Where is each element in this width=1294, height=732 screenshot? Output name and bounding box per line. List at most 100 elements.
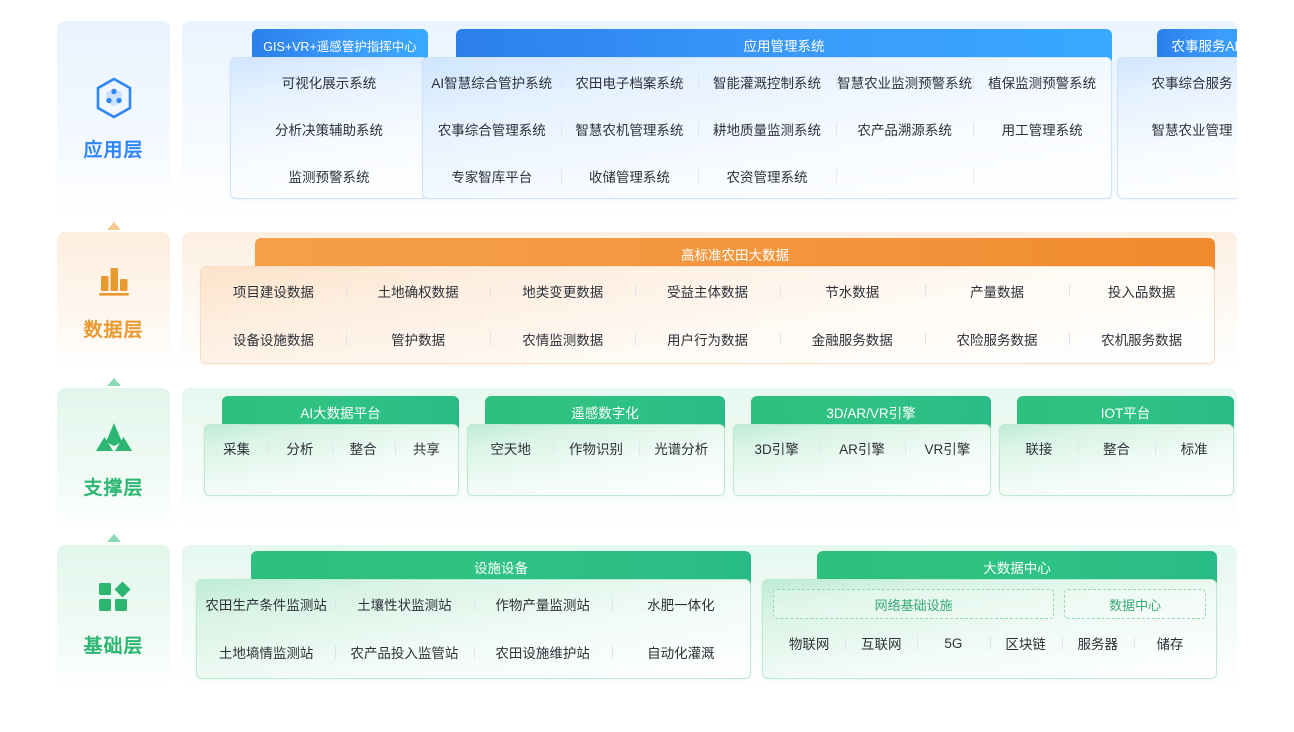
list-item[interactable]: 农资管理系统 (698, 166, 836, 186)
list-item[interactable]: 土地确权数据 (346, 281, 491, 301)
list-item[interactable]: 物联网 (788, 637, 830, 652)
list-item[interactable]: 投入品数据 (1069, 281, 1214, 301)
list-item[interactable]: 可视化展示系统 (281, 75, 377, 91)
layer-application: 应用层 GIS+VR+遥感管护指挥中心 可视化展示系统 分析决策辅助系统 监测预… (57, 21, 1237, 217)
card-title-facilities-equipment: 设施设备 (251, 551, 751, 583)
list-item[interactable]: 空天地 (490, 442, 531, 457)
list-item[interactable]: 水肥一体化 (612, 594, 750, 614)
list-item[interactable]: 设备设施数据 (232, 333, 314, 348)
list-item[interactable]: 智慧农业管理 (1151, 122, 1233, 138)
list-item[interactable]: 分析决策辅助系统 (275, 122, 383, 138)
list-item[interactable]: 互联网 (845, 633, 917, 653)
list-item[interactable]: 自动化灌溉 (612, 642, 750, 662)
card-body-big-data-center: 网络基础设施 数据中心 物联网 互联网 5G 区块链 服务器 储存 (762, 579, 1217, 679)
list-item[interactable]: 农产品溯源系统 (836, 119, 974, 139)
list-item[interactable]: 区块链 (990, 633, 1062, 653)
list-item[interactable]: 整合 (1078, 438, 1156, 458)
list-item[interactable]: 智能灌溉控制系统 (698, 72, 836, 92)
card-title-big-data-center: 大数据中心 (817, 551, 1217, 583)
list-item[interactable]: 土地墒情监测站 (218, 646, 314, 661)
layer-label-data: 数据层 (83, 319, 144, 341)
card-body-gis-center: 可视化展示系统 分析决策辅助系统 监测预警系统 (230, 57, 428, 199)
card-row: 专家智库平台 收储管理系统 农资管理系统 (423, 152, 1111, 199)
list-item[interactable]: 金融服务数据 (780, 329, 925, 349)
list-item[interactable]: 收储管理系统 (561, 166, 699, 186)
list-item[interactable]: 监测预警系统 (288, 169, 370, 185)
connector-arrow-support (107, 378, 121, 386)
bar-chart-icon (95, 263, 133, 304)
big-data-center-groups: 网络基础设施 数据中心 (763, 580, 1216, 619)
list-item[interactable]: 共享 (395, 438, 458, 458)
layer-body-application: GIS+VR+遥感管护指挥中心 可视化展示系统 分析决策辅助系统 监测预警系统 … (182, 21, 1237, 217)
card-row: AI智慧综合管护系统 农田电子档案系统 智能灌溉控制系统 智慧农业监测预警系统 … (423, 58, 1111, 105)
card-iot-platform: IOT平台 联接 整合 标准 (999, 396, 1234, 496)
list-item[interactable]: 农田电子档案系统 (561, 72, 699, 92)
card-big-data-center: 大数据中心 网络基础设施 数据中心 物联网 互联网 5G 区 (762, 551, 1217, 679)
list-item[interactable]: AI智慧综合管护系统 (431, 75, 553, 91)
group-data-center[interactable]: 数据中心 (1064, 589, 1206, 619)
layer-badge-support: 支撑层 (57, 388, 170, 532)
list-item[interactable]: 农田生产条件监测站 (205, 598, 327, 613)
list-item[interactable]: 地类变更数据 (490, 281, 635, 301)
list-item[interactable]: 项目建设数据 (232, 285, 314, 300)
card-body-farm-app: 农事综合服务 智慧农业管理 (1117, 57, 1237, 199)
card-body-3d-ar-vr-engine: 3D引擎 AR引擎 VR引擎 (733, 424, 991, 496)
list-item[interactable]: 作物识别 (553, 438, 638, 458)
layer-label-support: 支撑层 (83, 477, 144, 499)
list-item[interactable]: 服务器 (1062, 633, 1134, 653)
card-row: 可视化展示系统 (231, 58, 427, 105)
list-item[interactable]: VR引擎 (905, 438, 990, 458)
connector-arrow-data (107, 222, 121, 230)
list-item[interactable]: 农情监测数据 (490, 329, 635, 349)
layer-badge-application: 应用层 (57, 21, 170, 217)
layer-body-base: 设施设备 农田生产条件监测站 土壤性状监测站 作物产量监测站 水肥一体化 土地墒… (182, 545, 1237, 691)
list-item[interactable]: 产量数据 (925, 281, 1070, 301)
list-item[interactable]: 农事综合管理系统 (437, 122, 546, 138)
card-farm-app: 农事服务APP 农事综合服务 智慧农业管理 (1117, 29, 1237, 199)
list-item[interactable]: 整合 (332, 438, 395, 458)
list-item[interactable]: 储存 (1134, 633, 1206, 653)
list-item[interactable]: 农险服务数据 (925, 329, 1070, 349)
card-row: 联接 整合 标准 (1000, 425, 1233, 471)
card-title-farm-app: 农事服务APP (1157, 29, 1237, 61)
card-gis-center: GIS+VR+遥感管护指挥中心 可视化展示系统 分析决策辅助系统 监测预警系统 (230, 29, 428, 199)
layer-body-support: AI大数据平台 采集 分析 整合 共享 遥感数字化 空天地 作物识别 (182, 388, 1237, 532)
group-label: 网络基础设施 (874, 597, 953, 613)
list-item[interactable]: 农事综合服务 (1151, 75, 1233, 91)
list-item[interactable]: 用工管理系统 (973, 119, 1111, 139)
list-item[interactable]: 标准 (1155, 438, 1233, 458)
card-row: 分析决策辅助系统 (231, 105, 427, 152)
cube-box-icon (95, 77, 133, 124)
list-item[interactable]: 管护数据 (346, 329, 491, 349)
list-item[interactable]: 节水数据 (780, 281, 925, 301)
list-item[interactable]: 作物产量监测站 (474, 594, 612, 614)
card-title-3d-ar-vr-engine: 3D/AR/VR引擎 (751, 396, 991, 428)
list-item[interactable]: 农产品投入监管站 (335, 642, 473, 662)
list-item[interactable]: AR引擎 (819, 438, 904, 458)
layer-badge-data: 数据层 (57, 232, 170, 372)
list-item[interactable]: 受益主体数据 (635, 281, 780, 301)
list-item[interactable]: 分析 (268, 438, 331, 458)
list-item[interactable]: 光谱分析 (639, 438, 724, 458)
list-item[interactable]: 农机服务数据 (1069, 329, 1214, 349)
list-item[interactable]: 土壤性状监测站 (335, 594, 473, 614)
card-row: 3D引擎 AR引擎 VR引擎 (734, 425, 990, 471)
card-row: 农田生产条件监测站 土壤性状监测站 作物产量监测站 水肥一体化 (197, 580, 750, 628)
list-item[interactable]: 智慧农机管理系统 (561, 119, 699, 139)
card-title-ai-bigdata-platform: AI大数据平台 (222, 396, 459, 428)
list-item[interactable]: 联接 (1025, 442, 1053, 457)
list-item[interactable]: 智慧农业监测预警系统 (836, 72, 974, 92)
card-body-app-mgmt: AI智慧综合管护系统 农田电子档案系统 智能灌溉控制系统 智慧农业监测预警系统 … (422, 57, 1112, 199)
card-body-farmland-bigdata: 项目建设数据 土地确权数据 地类变更数据 受益主体数据 节水数据 产量数据 投入… (200, 266, 1215, 364)
list-item[interactable]: 3D引擎 (754, 442, 799, 457)
list-item[interactable]: 用户行为数据 (635, 329, 780, 349)
list-item[interactable]: 专家智库平台 (451, 169, 533, 185)
card-3d-ar-vr-engine: 3D/AR/VR引擎 3D引擎 AR引擎 VR引擎 (733, 396, 991, 496)
list-item[interactable]: 植保监测预警系统 (973, 72, 1111, 92)
list-item[interactable]: 耕地质量监测系统 (698, 119, 836, 139)
list-item[interactable]: 采集 (223, 442, 251, 457)
list-item[interactable]: 5G (917, 636, 989, 651)
list-item[interactable]: 农田设施维护站 (474, 642, 612, 662)
group-network-infrastructure[interactable]: 网络基础设施 (773, 589, 1055, 619)
group-label: 数据中心 (1109, 597, 1162, 613)
